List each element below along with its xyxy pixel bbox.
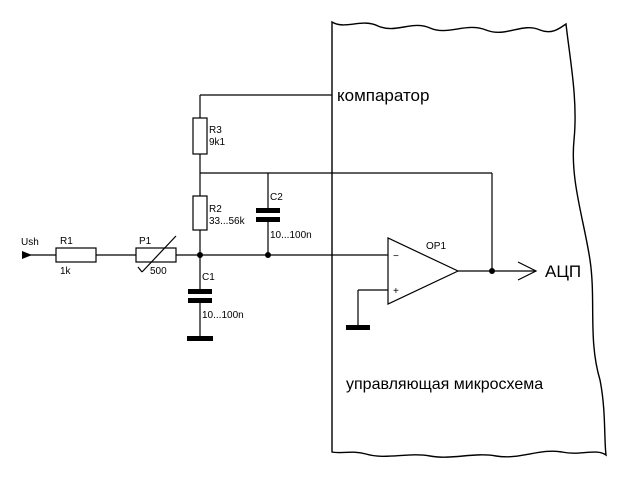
label-comparator: компаратор: [337, 86, 429, 105]
label-c1-value: 10...100n: [202, 310, 244, 321]
p1-trim-foot: [137, 266, 143, 273]
label-p1-name: P1: [139, 236, 152, 247]
label-p1-value: 500: [150, 266, 167, 277]
c1-plate-top: [188, 289, 212, 294]
r3-resistor: [192, 117, 208, 155]
label-r1-name: R1: [60, 236, 73, 247]
p1-potentiometer: [135, 247, 177, 263]
label-r2-value: 33...56k: [209, 216, 246, 227]
c1-plate-bottom: [188, 298, 212, 303]
label-adc: АЦП: [545, 262, 581, 281]
label-op1-name: OP1: [426, 241, 446, 252]
label-r3-value: 9k1: [209, 137, 226, 148]
junction-dot-c2: [265, 252, 271, 258]
c2-plate-top: [256, 208, 280, 213]
r2-resistor: [192, 195, 208, 231]
chip-outline: [331, 20, 607, 458]
label-ush: Ush: [21, 237, 39, 248]
label-c2-value: 10...100n: [270, 230, 312, 241]
label-r2-name: R2: [209, 204, 222, 215]
label-c1-name: C1: [202, 272, 215, 283]
c2-plate-bottom: [256, 217, 280, 222]
op1-opamp: [387, 237, 460, 305]
junction-dot-output: [489, 268, 495, 274]
r1-resistor: [55, 247, 97, 263]
p1-trim-line: [141, 235, 177, 273]
label-r1-value: 1k: [60, 266, 72, 277]
label-r3-name: R3: [209, 125, 222, 136]
label-op-minus: −: [393, 251, 399, 262]
label-chip: управляющая микросхема: [346, 376, 543, 393]
label-op-plus: +: [393, 286, 399, 297]
label-c2-name: C2: [270, 192, 283, 203]
ground-c1: [187, 336, 213, 341]
output-arrow: [517, 261, 538, 281]
ground-op: [346, 325, 370, 330]
